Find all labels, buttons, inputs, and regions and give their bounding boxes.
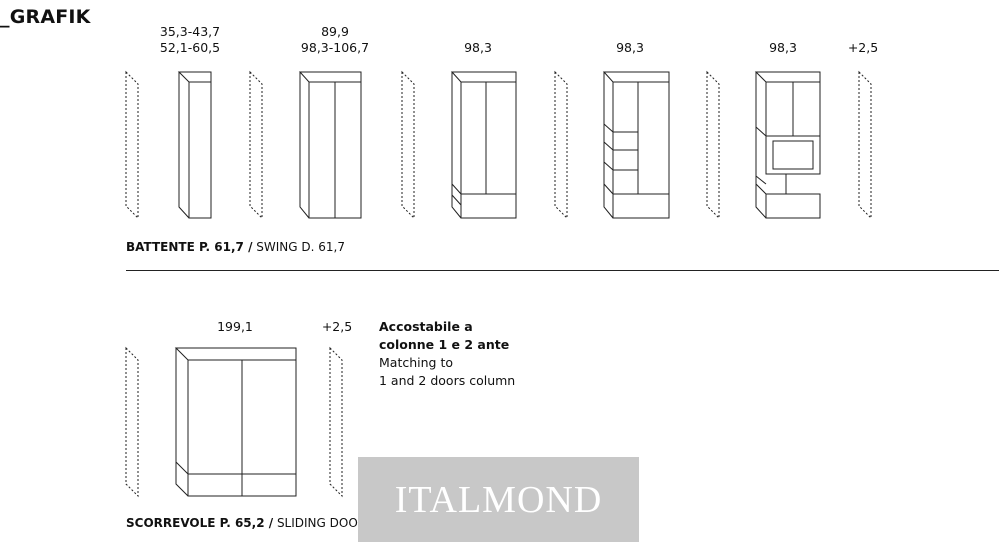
single-door-column <box>177 71 212 219</box>
dimension-label: 98,3 <box>464 40 492 55</box>
two-door-column <box>298 71 362 219</box>
dimension-label: +2,5 <box>847 40 879 55</box>
dimension-label: +2,5 <box>321 319 353 334</box>
watermark-text: ITALMOND <box>394 478 603 521</box>
brand-title: _GRAFIK <box>0 6 91 28</box>
side-panel-drawings <box>125 70 872 498</box>
sliding-door-wardrobe <box>174 347 297 497</box>
swing-caption: BATTENTE P. 61,7 / SWING D. 61,7 <box>126 240 345 254</box>
dimension-label: 199,1 <box>217 319 253 334</box>
matching-note: Accostabile a colonne 1 e 2 ante Matchin… <box>379 319 516 388</box>
dimension-label: 98,3 <box>616 40 644 55</box>
watermark-box: ITALMOND <box>358 457 639 542</box>
dimension-label: 98,3 <box>769 40 797 55</box>
wardrobe-with-tv-niche <box>754 71 821 219</box>
section-divider <box>126 270 999 271</box>
wardrobe-with-drawer <box>450 71 517 219</box>
wardrobe-with-shelves <box>602 71 670 219</box>
